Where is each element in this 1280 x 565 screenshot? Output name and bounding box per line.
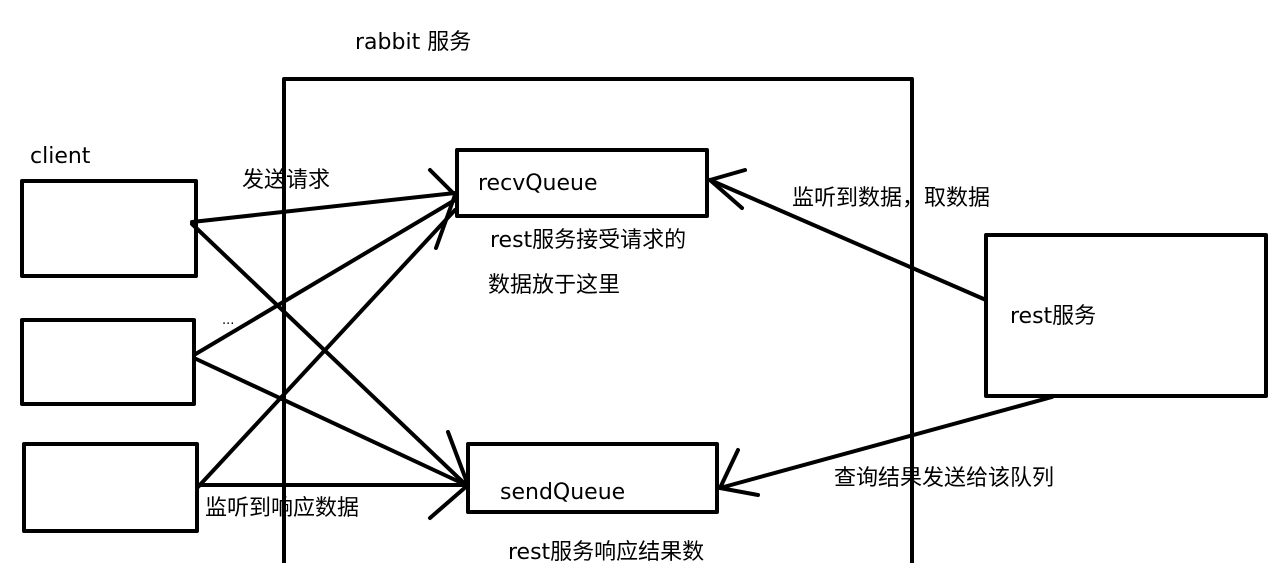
client-box-1: [20, 179, 198, 278]
arrow-client3-to-recv: [196, 208, 457, 489]
send-note-label: rest服务响应结果数: [508, 540, 705, 565]
arrow-client2-to-recv: [192, 198, 457, 357]
arrow-client2-to-send: [192, 356, 468, 487]
recv-note-line1: rest服务接受请求的: [490, 228, 687, 253]
send-right-arrowhead: [718, 448, 760, 497]
rabbit-service-label: rabbit 服务: [355, 30, 472, 55]
rest-service-label: rest服务: [1010, 304, 1097, 329]
listen-take-label: 监听到数据，取数据: [792, 186, 991, 211]
arrow-client1-to-recv: [190, 191, 457, 224]
rabbit-service-box: [282, 77, 914, 563]
send-queue-label: sendQueue: [500, 480, 626, 505]
send-queue-box: [466, 442, 719, 514]
query-result-label: 查询结果发送给该队列: [834, 466, 1055, 491]
send-request-label: 发送请求: [242, 168, 331, 193]
recv-right-arrowhead: [708, 168, 747, 210]
listen-response-label: 监听到响应数据: [205, 496, 360, 521]
client-box-2: [20, 318, 196, 406]
arrow-rest-to-recv: [708, 178, 988, 302]
recv-queue-box: [455, 148, 709, 218]
recv-arrowhead: [428, 168, 457, 250]
client-label: client: [30, 144, 91, 169]
client-box-3: [22, 442, 199, 533]
arrow-rest-to-send: [718, 395, 1054, 490]
arrow-client1-to-send: [190, 222, 468, 487]
scribble-mark: ...: [222, 313, 235, 328]
recv-note-line2: 数据放于这里: [488, 273, 621, 298]
rest-service-box: [984, 233, 1268, 398]
send-arrowhead: [428, 430, 470, 520]
recv-queue-label: recvQueue: [478, 171, 598, 196]
